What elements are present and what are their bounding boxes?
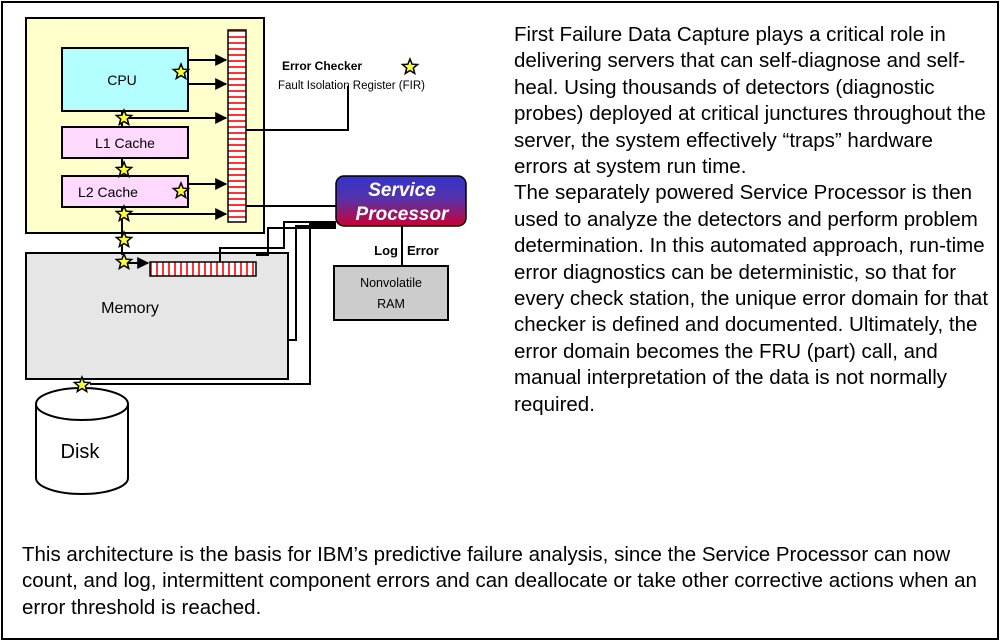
error-label: Error (407, 243, 439, 258)
fir-to-service-processor-lines (90, 86, 349, 385)
nvram-box (333, 265, 449, 321)
l1-cache-label: L1 Cache (95, 135, 155, 151)
disk-cylinder (35, 387, 129, 495)
memory-fir-bar (149, 261, 257, 277)
predictive-failure-analysis-paragraph: This architecture is the basis for IBM’s… (22, 543, 977, 619)
nvram-line1: Nonvolatile (360, 276, 422, 290)
l2-star-icon (171, 180, 191, 200)
nvram-line2: RAM (377, 297, 405, 311)
l2-bus-star-icon (114, 203, 134, 223)
fir-label: Fault Isolation Register (FIR) (278, 80, 425, 92)
l2-cache-label: L2 Cache (78, 184, 138, 200)
l1-bus-star-icon (114, 159, 134, 179)
service-processor-line1: Service (368, 180, 436, 201)
log-label: Log (374, 243, 398, 258)
memory-star-icon (114, 251, 134, 271)
memory-label: Memory (101, 300, 159, 317)
disk-label: Disk (61, 441, 101, 463)
ffdc-description-paragraph: First Failure Data Capture plays a criti… (514, 23, 989, 416)
fir-register-bar (227, 29, 247, 223)
service-processor-line2: Processor (356, 204, 451, 225)
legend-star-icon (400, 56, 420, 76)
bus-star-icon (114, 229, 134, 249)
disk-star-icon (72, 374, 92, 394)
l1-cache-box (61, 126, 189, 159)
cpu-bus-star-icon (114, 107, 134, 127)
error-checker-label: Error Checker (282, 59, 362, 73)
cpu-star-icon (171, 61, 191, 81)
cpu-label: CPU (107, 72, 137, 88)
error-checker-stars (72, 56, 420, 394)
